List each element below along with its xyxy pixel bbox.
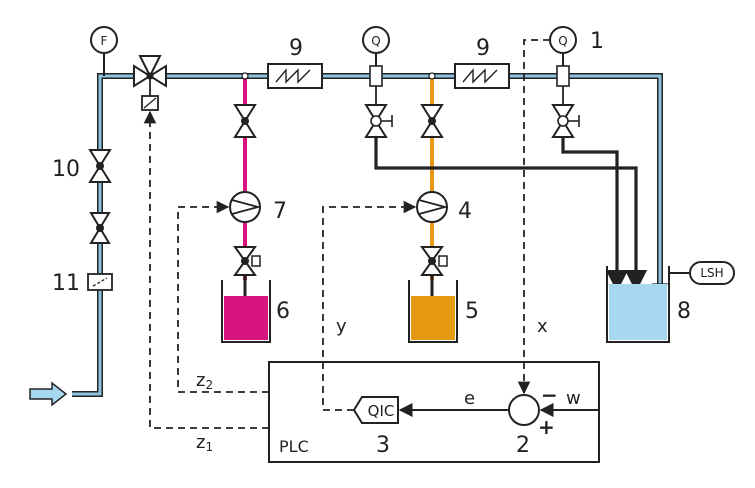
label-10: 10 [52, 157, 80, 182]
inlet-arrow [29, 381, 68, 407]
tank-5 [408, 280, 458, 343]
label-8: 8 [677, 299, 691, 324]
label-1: 1 [590, 29, 604, 54]
qic-controller: QIC [352, 396, 399, 424]
quality-sensor-right: Q [549, 26, 629, 293]
signal-x: x [537, 316, 548, 337]
main-water-pipe [72, 73, 663, 397]
tank-8 [606, 266, 670, 343]
label-11: 11 [52, 271, 80, 296]
label-2: 2 [516, 433, 530, 458]
signal-z1-line [143, 110, 269, 429]
label-7: 7 [273, 199, 287, 224]
label-9b: 9 [476, 36, 490, 61]
summing-junction [508, 394, 540, 426]
quality-right-label: Q [558, 34, 567, 48]
quality-sensor-left: Q [362, 26, 648, 293]
valve-lower [89, 212, 111, 244]
solenoid-valve [133, 55, 167, 111]
signal-z2-line [177, 200, 269, 393]
qic-label: QIC [368, 402, 395, 420]
signal-x-line [517, 39, 550, 395]
signal-e: e [464, 388, 475, 409]
static-mixer-9b [454, 63, 510, 89]
static-mixer-9a [267, 63, 323, 89]
signal-y: y [336, 316, 347, 337]
minus-sign: − [541, 383, 558, 407]
level-switch: LSH [669, 261, 735, 285]
label-3: 3 [376, 433, 390, 458]
signal-y-line [322, 200, 417, 411]
label-5: 5 [465, 299, 479, 324]
flow-sensor-label: F [101, 34, 108, 48]
quality-left-label: Q [371, 34, 380, 48]
valve-10 [88, 149, 112, 183]
label-6: 6 [276, 299, 290, 324]
level-switch-label: LSH [700, 266, 723, 280]
label-4: 4 [458, 199, 472, 224]
tank-6 [221, 280, 271, 343]
plc-label: PLC [279, 437, 309, 456]
label-9a: 9 [289, 36, 303, 61]
flow-sensor: F [90, 26, 118, 76]
magenta-line [229, 72, 262, 300]
filter-11 [87, 273, 113, 291]
signal-z2: z2 [196, 370, 213, 392]
orange-line [416, 72, 449, 300]
signal-z1: z1 [196, 432, 213, 454]
plc-box [268, 361, 600, 463]
signal-w: w [566, 388, 581, 409]
plus-sign: + [538, 415, 555, 439]
